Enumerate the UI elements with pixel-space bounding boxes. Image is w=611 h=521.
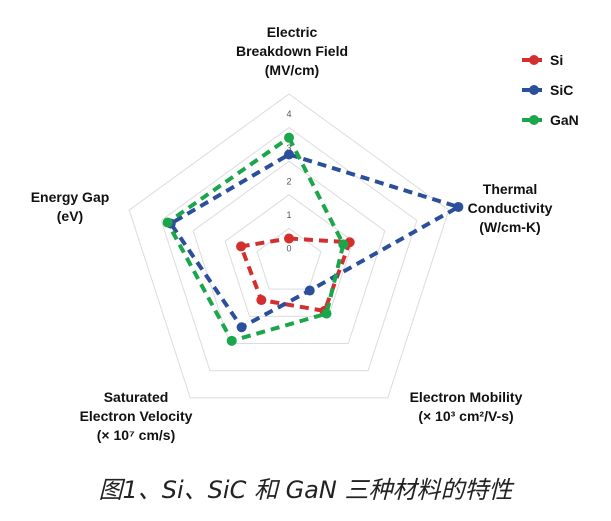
radial-ticks: 0 1 2 3 4 — [286, 109, 291, 253]
legend-marker-si — [529, 55, 539, 65]
axis-label-4-line-1: (eV) — [57, 208, 83, 224]
tick-label-1: 1 — [286, 210, 291, 220]
data-point-sic-2 — [304, 285, 315, 296]
axis-label-0-line-2: (MV/cm) — [265, 62, 319, 78]
data-point-si-3 — [256, 295, 267, 306]
tick-label-0: 0 — [286, 244, 291, 254]
legend-label-sic: SiC — [550, 82, 573, 98]
tick-label-4: 4 — [286, 109, 291, 119]
axis-label-0-line-0: Electric — [267, 24, 318, 40]
axis-label-1-line-0: Thermal — [483, 181, 537, 197]
legend-marker-gan — [529, 115, 539, 125]
series-line-sic — [168, 152, 461, 330]
grid-ring-2 — [224, 194, 354, 317]
grid-ring-3 — [192, 160, 386, 345]
legend-label-si: Si — [550, 52, 563, 68]
axis-label-3-line-1: Electron Velocity — [80, 408, 193, 424]
axis-label-3-line-2: (× 10⁷ cm/s) — [97, 427, 176, 443]
tick-label-2: 2 — [286, 176, 291, 186]
legend-label-gan: GaN — [550, 112, 579, 128]
data-point-gan-2 — [321, 308, 332, 319]
axis-label-2-line-1: (× 10³ cm²/V-s) — [418, 408, 513, 424]
grid-ring-4 — [160, 126, 418, 372]
data-point-sic-3 — [236, 322, 247, 333]
data-point-gan-0 — [284, 132, 294, 143]
series-line-gan — [165, 135, 346, 343]
axis-label-3-line-0: Saturated — [104, 389, 169, 405]
data-point-sic-0 — [284, 149, 294, 160]
figure-caption: 图1、Si、SiC 和 GaN 三种材料的特性 — [98, 476, 513, 504]
tick-label-3: 3 — [286, 143, 291, 153]
data-point-si-4 — [236, 241, 247, 252]
data-point-gan-3 — [226, 335, 237, 346]
data-point-gan-1 — [338, 239, 349, 250]
radar-grid — [128, 93, 450, 399]
axis-label-1-line-2: (W/cm-K) — [479, 219, 540, 235]
grid-ring-1 — [256, 227, 322, 290]
data-point-si-0 — [284, 233, 294, 244]
data-point-sic-1 — [453, 201, 464, 212]
axis-label-0-line-1: Breakdown Field — [236, 43, 348, 59]
axis-label-2-line-0: Electron Mobility — [410, 389, 523, 405]
grid-ring-5 — [128, 93, 450, 399]
legend-marker-sic — [529, 85, 539, 95]
series-layer — [162, 132, 464, 346]
axis-label-4-line-0: Energy Gap — [31, 189, 110, 205]
data-point-gan-4 — [162, 217, 173, 228]
axis-label-1-line-1: Conductivity — [468, 200, 553, 216]
